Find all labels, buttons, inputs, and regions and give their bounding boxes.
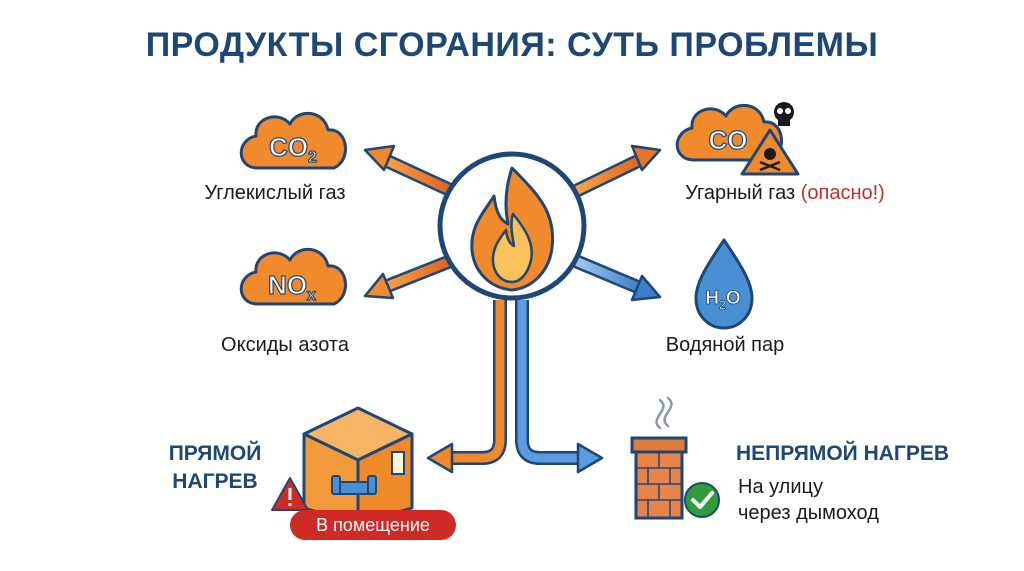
co-label-row: Угарный газ (опасно!) [650, 182, 920, 205]
indoor-badge: В помещение [290, 510, 456, 540]
indirect-line2: через дымоход [738, 502, 879, 524]
h2o-label: Водяной пар [665, 334, 785, 356]
arrow-to-h2o [571, 255, 662, 302]
check-icon [684, 482, 720, 518]
co-warning: (опасно!) [800, 182, 885, 204]
warning-icon [271, 477, 309, 511]
arrow-direct-heating [426, 300, 507, 474]
svg-text:H2O: H2O [705, 288, 740, 312]
indirect-line1: На улицу [738, 476, 823, 498]
water-drop-icon: H2O [694, 238, 754, 330]
flame-icon [437, 151, 587, 301]
skull-icon [774, 102, 794, 126]
arrow-to-nox [363, 255, 455, 300]
arrow-to-co2 [363, 144, 457, 197]
co2-label: Углекислый газ [204, 182, 346, 204]
chimney-icon [630, 396, 688, 520]
co-cloud-icon: CO [675, 103, 783, 162]
svg-text:CO2: CO2 [269, 132, 317, 166]
direct-heating-heading: ПРЯМОЙ НАГРЕВ [160, 440, 270, 496]
arrow-to-co [571, 144, 662, 197]
co2-cloud-icon: CO2 [239, 111, 347, 170]
nox-label: Оксиды азота [221, 334, 349, 356]
room-icon [302, 406, 414, 526]
hazard-warning-icon [740, 128, 800, 176]
co-label: Угарный газ [685, 182, 796, 204]
arrow-indirect-heating [515, 300, 604, 474]
svg-text:CO: CO [709, 125, 748, 155]
direct-heading-line1: ПРЯМОЙ [168, 442, 262, 465]
svg-text:NOx: NOx [268, 270, 316, 304]
nox-cloud-icon: NOx [239, 247, 347, 306]
direct-heading-line2: НАГРЕВ [172, 470, 258, 493]
indirect-heating-heading: НЕПРЯМОЙ НАГРЕВ [736, 442, 950, 465]
page-title: ПРОДУКТЫ СГОРАНИЯ: СУТЬ ПРОБЛЕМЫ [145, 26, 879, 64]
